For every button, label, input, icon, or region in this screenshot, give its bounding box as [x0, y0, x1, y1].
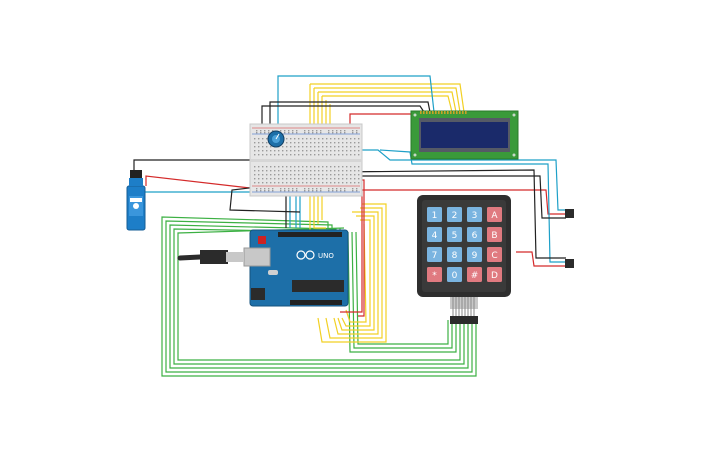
keypad-key-label: 2	[452, 211, 458, 221]
servo-motor[interactable]	[126, 170, 146, 231]
keypad-4x4[interactable]: 1 2 3 A 4 5 6 B 7 8 9 C * 0 # D	[417, 195, 511, 324]
keypad-key-label: 3	[472, 211, 478, 221]
arduino-logo-icon	[296, 250, 315, 260]
keypad-key-label: C	[491, 251, 497, 261]
keypad-key-label: *	[432, 271, 437, 281]
keypad-key-label: A	[491, 211, 498, 221]
usb-cable[interactable]	[177, 250, 244, 264]
keypad-key-8[interactable]: 8	[447, 247, 462, 262]
keypad-key-A[interactable]: A	[487, 207, 502, 222]
arduino-uno-board[interactable]: UNO	[243, 229, 349, 307]
keypad-key-#[interactable]: #	[467, 267, 482, 282]
keypad-key-1[interactable]: 1	[427, 207, 442, 222]
keypad-key-B[interactable]: B	[487, 227, 502, 242]
keypad-key-3[interactable]: 3	[467, 207, 482, 222]
keypad-key-label: 6	[472, 231, 478, 241]
keypad-key-label: D	[491, 271, 498, 281]
breadboard[interactable]	[249, 123, 363, 197]
keypad-key-label: #	[471, 271, 479, 281]
keypad-key-0[interactable]: 0	[447, 267, 462, 282]
keypad-key-label: 4	[432, 231, 438, 241]
keypad-key-*[interactable]: *	[427, 267, 442, 282]
keypad-key-9[interactable]: 9	[467, 247, 482, 262]
keypad-key-label: 7	[432, 251, 438, 261]
connector-lower[interactable]	[565, 259, 574, 268]
keypad-key-2[interactable]: 2	[447, 207, 462, 222]
keypad-key-7[interactable]: 7	[427, 247, 442, 262]
keypad-key-5[interactable]: 5	[447, 227, 462, 242]
breadboard-holes[interactable]	[254, 130, 360, 192]
lcd-pin-header	[420, 111, 467, 114]
keypad-key-label: 1	[432, 211, 438, 221]
keypad-key-label: 0	[452, 271, 458, 281]
keypad-key-label: 8	[452, 251, 458, 261]
arduino-logo-text: UNO	[318, 252, 334, 260]
connector-upper[interactable]	[565, 209, 574, 218]
lcd-display[interactable]	[410, 110, 519, 160]
keypad-key-6[interactable]: 6	[467, 227, 482, 242]
keypad-key-label: 9	[472, 251, 478, 261]
keypad-key-label: 5	[452, 231, 458, 241]
keypad-key-D[interactable]: D	[487, 267, 502, 282]
keypad-key-4[interactable]: 4	[427, 227, 442, 242]
keypad-key-C[interactable]: C	[487, 247, 502, 262]
keypad-key-label: B	[491, 231, 497, 241]
potentiometer[interactable]	[267, 130, 285, 148]
